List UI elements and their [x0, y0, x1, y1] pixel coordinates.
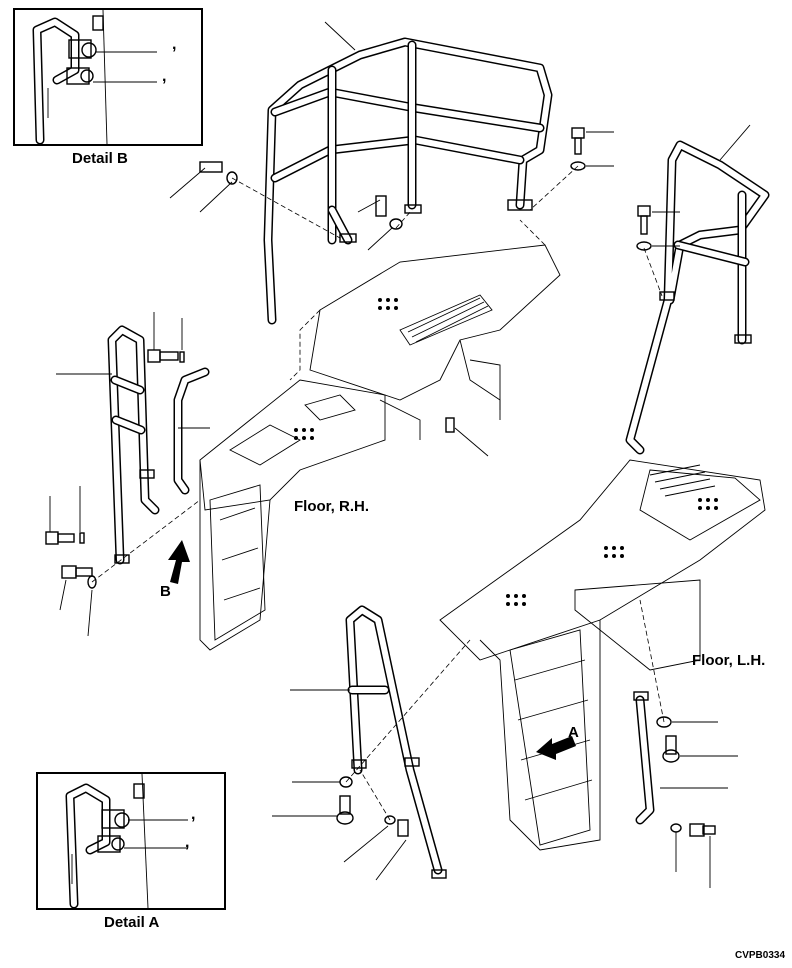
top-handrail	[263, 37, 553, 325]
detail-a-callout-separator-1: ,	[191, 806, 196, 823]
right-upper-handrail	[625, 140, 770, 455]
leader-lines	[49, 21, 751, 888]
lh-short-handrail	[633, 691, 655, 825]
rh-side-handrail	[107, 325, 210, 565]
floor-lh-label: Floor, L.H.	[692, 652, 766, 669]
view-arrow-b-label: B	[160, 583, 171, 600]
detail-b-drawing	[32, 10, 157, 144]
floor-perforations	[294, 298, 718, 606]
drawing-code: CVPB0334	[735, 950, 786, 961]
detail-a-title: Detail A	[104, 914, 160, 931]
lh-lower-handrail	[345, 605, 447, 879]
detail-a-box: , ,	[36, 772, 226, 910]
upper-platform	[289, 219, 561, 440]
detail-b-box: , ,	[13, 8, 203, 146]
view-arrow-b	[168, 540, 190, 584]
view-arrow-a	[536, 736, 576, 760]
view-arrow-a-label: A	[568, 724, 579, 741]
floor-lh-structure	[439, 459, 766, 851]
floor-rh-structure	[199, 379, 386, 651]
detail-b-callout-separator-2: ,	[162, 68, 167, 85]
bolts-and-washers	[45, 127, 716, 837]
detail-b-callout-separator-1: ,	[172, 36, 177, 53]
floor-rh-label: Floor, R.H.	[294, 498, 369, 515]
detail-b-title: Detail B	[72, 150, 128, 167]
detail-a-drawing	[65, 774, 188, 908]
detail-a-callout-separator-2: ,	[185, 834, 190, 851]
